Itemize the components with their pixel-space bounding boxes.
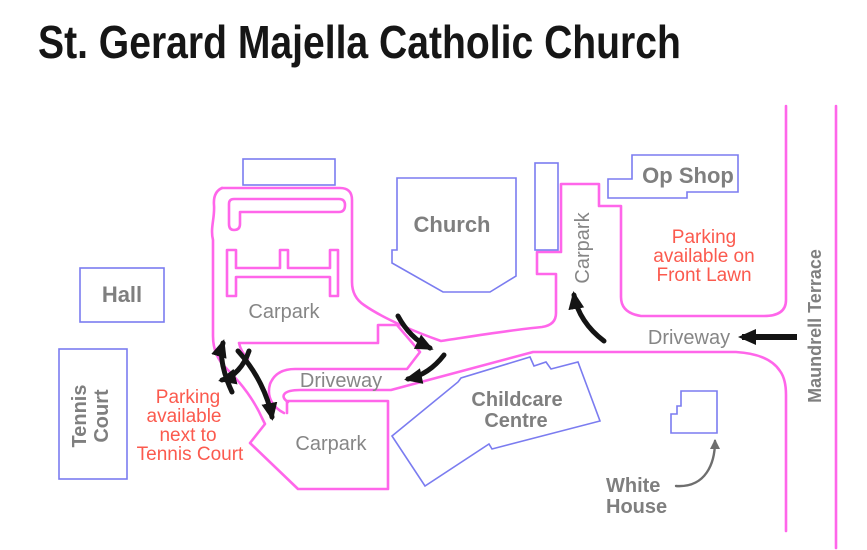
arrow-up-into-upper-carpark (211, 339, 235, 395)
labels: St. Gerard Majella Catholic Church Hall … (38, 17, 825, 518)
driveway-right-label: Driveway (648, 327, 730, 349)
right-carpark-label: Carpark (572, 211, 594, 283)
childcare-building (390, 356, 602, 488)
note-front-lawn-line2: available on (653, 246, 754, 267)
note-front-lawn-line3: Front Lawn (656, 265, 751, 286)
tennis-court-label-line2: Court (91, 389, 113, 443)
white-house-label-line2: House (606, 496, 667, 518)
childcare-label-line2: Centre (484, 410, 547, 432)
note-front-lawn-line1: Parking (672, 227, 736, 248)
road-network (210, 104, 838, 550)
white-house-label-line1: White (606, 475, 660, 497)
road-upper-carpark-and-right-boundary (220, 104, 788, 343)
note-tennis-line2: available (147, 406, 222, 427)
arrow-left-on-driveway (404, 352, 447, 384)
note-tennis-parking: Parking available next to Tennis Court (137, 387, 244, 465)
lower-carpark-label: Carpark (295, 433, 367, 455)
note-tennis-line4: Tennis Court (137, 444, 244, 465)
arrow-up-into-right-carpark (568, 291, 607, 344)
note-tennis-line3: next to (159, 425, 216, 446)
tennis-court-building (58, 348, 128, 480)
note-front-lawn: Parking available on Front Lawn (653, 227, 754, 286)
hall-label: Hall (102, 282, 142, 307)
church-building (391, 177, 517, 293)
carpark-island-top-bar (227, 197, 347, 232)
op-shop-building (607, 154, 739, 199)
arrow-down-into-lower-carpark (235, 348, 278, 421)
carpark-island-rows (225, 248, 340, 298)
hall-building (79, 267, 165, 323)
note-tennis-line1: Parking (156, 387, 220, 408)
upper-carpark-shed (242, 158, 336, 186)
upper-carpark-label: Carpark (248, 301, 320, 323)
arrow-right-at-junction (395, 313, 434, 351)
tennis-court-label-line1: Tennis (69, 385, 91, 448)
driveway-left-label: Driveway (300, 370, 382, 392)
white-house-pointer-arrow (674, 439, 720, 488)
page-title: St. Gerard Majella Catholic Church (38, 17, 681, 69)
church-annex (534, 162, 559, 251)
church-label: Church (414, 212, 491, 237)
white-house-building (670, 390, 718, 434)
buildings (58, 154, 739, 488)
arrow-left-toward-tennis (218, 348, 252, 385)
op-shop-label: Op Shop (642, 163, 734, 188)
traffic-arrows (211, 291, 797, 488)
childcare-label-line1: Childcare (471, 389, 562, 411)
road-driveway-south-edge (282, 350, 788, 533)
maundrell-terrace-label: Maundrell Terrace (805, 249, 825, 403)
